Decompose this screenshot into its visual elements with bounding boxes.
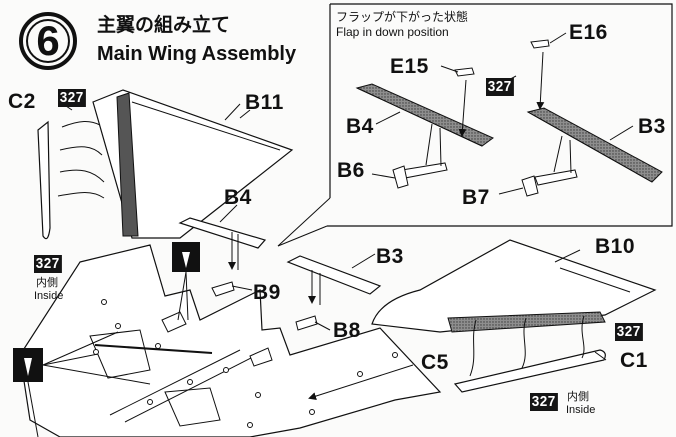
inset-box [277, 3, 673, 247]
cement-badge-left: 327 [34, 255, 62, 273]
part-label-e16: E16 [569, 21, 608, 44]
step-number-badge: 6 [19, 12, 77, 70]
cement-badge-inset: 327 [486, 78, 514, 96]
inset-flap-b4 [355, 67, 494, 189]
step-title-en: Main Wing Assembly [97, 43, 297, 65]
wing-part-b11 [92, 89, 294, 239]
part-label-b3-inset: B3 [638, 115, 666, 138]
slat-part-c1 [453, 315, 606, 393]
part-label-b8: B8 [333, 319, 361, 342]
part-label-e15: E15 [390, 55, 429, 78]
part-label-b7: B7 [462, 186, 490, 209]
inside-note-left-en: Inside [34, 290, 64, 302]
main-leaders [59, 101, 607, 400]
inside-note-c1-en: Inside [566, 404, 596, 416]
part-label-c1: C1 [620, 349, 648, 372]
part-label-c2: C2 [8, 90, 36, 113]
cement-badge-right: 327 [615, 323, 643, 341]
part-label-b4: B4 [224, 186, 252, 209]
part-label-b9: B9 [253, 281, 281, 304]
part-label-b4-inset: B4 [346, 115, 374, 138]
cement-badge-c2: 327 [58, 89, 86, 107]
inside-note-left-jp: 内側 [36, 277, 58, 289]
wing-part-b10 [371, 239, 657, 333]
inset-flap-b3 [521, 39, 663, 197]
part-label-b11: B11 [245, 91, 284, 114]
flap-part-b3 [249, 255, 382, 367]
cement-badge-c1: 327 [530, 393, 558, 411]
part-label-c5: C5 [421, 351, 449, 374]
part-label-b6: B6 [337, 159, 365, 182]
inset-caption-jp: フラップが下がった状態 [336, 10, 469, 24]
slat-part-c2 [37, 120, 105, 240]
inset-leaders [371, 32, 634, 195]
lower-wing-skin [19, 244, 442, 437]
step-title-jp: 主翼の組み立て [97, 15, 231, 36]
inside-note-c1-jp: 内側 [567, 391, 589, 403]
cement-icon-center [172, 242, 200, 321]
part-label-b10: B10 [595, 235, 636, 258]
cement-icon-left [13, 331, 151, 437]
part-label-b3: B3 [376, 245, 404, 268]
flap-part-b4 [161, 217, 267, 333]
inset-caption-en: Flap in down position [336, 25, 449, 39]
